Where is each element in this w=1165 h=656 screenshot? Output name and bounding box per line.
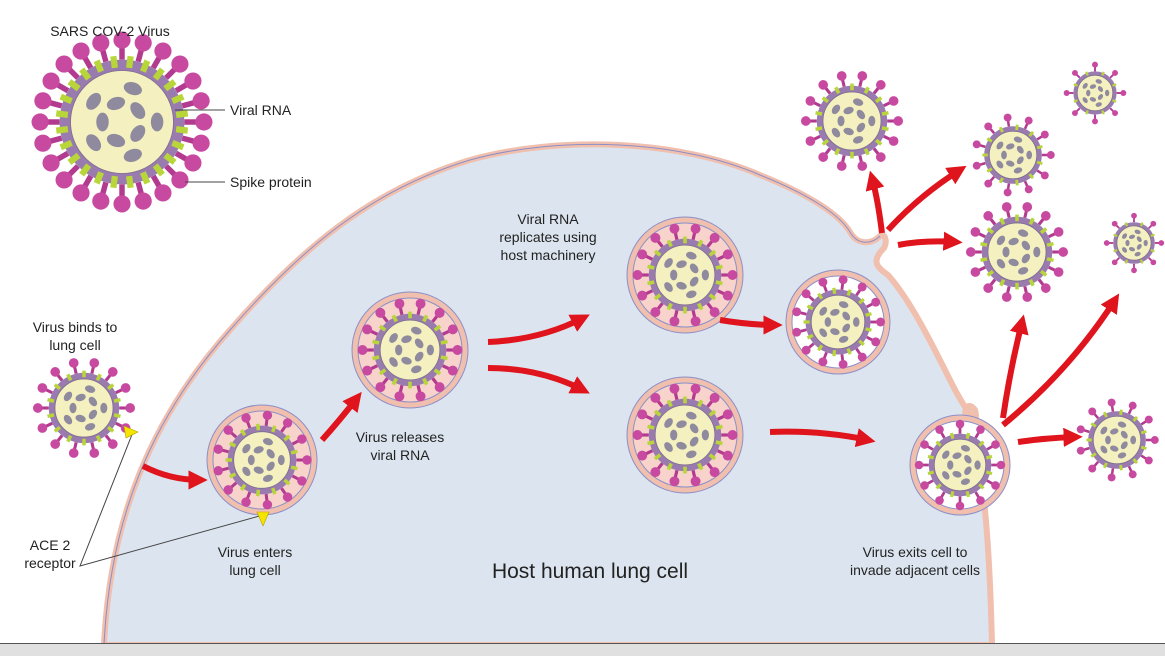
flow-arrow-8 [885,165,967,233]
ace2-receptor-icons [123,425,270,527]
flow-arrow-6 [769,428,876,448]
replicates-label: Viral RNA replicates using host machiner… [499,211,597,263]
vesicle-releasing [351,291,469,409]
bottom-bar [0,643,1165,656]
releases-label: Virus releases viral RNA [355,429,445,463]
vesicle-replicating-top [626,216,744,334]
binds-label: Virus binds to lung cell [32,319,118,353]
vesicle-exiting-top-virus [792,275,886,369]
virus-released-2 [1063,61,1127,125]
leader-lines [79,109,264,567]
flow-arrow-5 [719,315,783,335]
vesicle-exiting-top [785,269,891,375]
vesicle-replicating-top-virus [632,223,738,327]
flow-arrow-11 [1001,293,1120,428]
flow-arrow-10 [1000,314,1029,419]
virus-released-6 [1076,398,1159,482]
flow-arrow-12 [1017,427,1083,447]
virus-released-4 [965,202,1069,302]
virus-diagram-main [31,31,213,213]
flow-arrow-9 [897,231,963,251]
exits-label: Virus exits cell to invade adjacent cell… [850,544,980,578]
vesicle-releasing-virus [357,298,463,402]
host-cell-label: Host human lung cell [491,560,689,583]
vesicle-replicating-bottom-virus [632,383,738,487]
vesicle-exiting-bottom-virus [914,419,1006,511]
flow-arrow-4 [487,365,590,394]
enters-label: Virus enters lung cell [217,544,293,578]
vesicle-exiting-bottom [909,414,1011,516]
virus-released-1 [800,71,904,171]
virus-binding [32,358,136,458]
flow-arrow-2 [319,391,362,443]
vesicle-replicating-bottom [626,376,744,494]
virus-released-3 [972,113,1055,197]
spike-protein-label: Spike protein [230,174,312,190]
ace2-receptor-label: ACE 2 receptor [24,537,76,571]
vesicle-entering-virus [213,410,312,510]
flow-arrow-3 [487,314,590,345]
flow-arrow-1 [141,463,208,490]
vesicle-entering [206,404,318,516]
virus-released-5 [1103,212,1165,274]
flow-arrow-7 [865,170,885,234]
virus-title-label: SARS COV-2 Virus [50,23,170,39]
viral-rna-label: Viral RNA [230,102,292,118]
